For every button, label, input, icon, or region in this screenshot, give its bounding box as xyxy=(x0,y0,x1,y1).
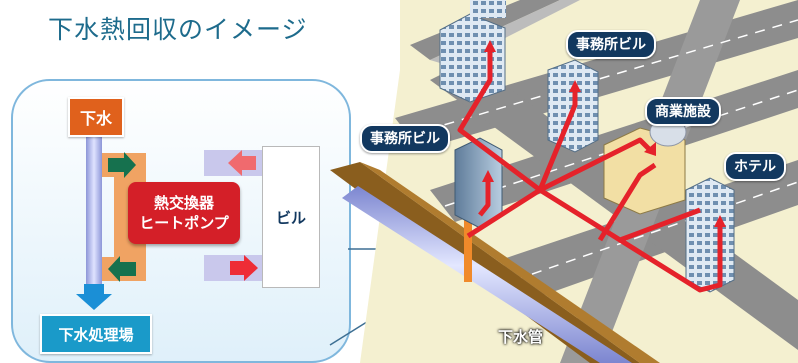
treatment-plant-label: 下水処理場 xyxy=(58,325,134,344)
green-arrow-left-icon xyxy=(108,256,136,282)
heat-flow-network xyxy=(457,50,723,293)
heat-device-box: 熱交換器 ヒートポンプ xyxy=(128,182,240,244)
sewer-pipe-label: 下水管 xyxy=(498,328,544,346)
sewage-source-label: 下水 xyxy=(79,109,112,128)
sewer-pipe xyxy=(342,186,632,363)
building-box: ビル xyxy=(262,146,320,288)
tag-hotel: ホテル xyxy=(724,152,786,181)
building-label: ビル xyxy=(275,208,306,227)
hotel-building xyxy=(685,177,735,293)
far-building xyxy=(439,13,506,103)
down-arrow-icon xyxy=(76,284,112,310)
tag-office-building-left: 事務所ビル xyxy=(360,124,450,153)
red-arrow-right-icon xyxy=(230,255,258,281)
heat-exchanger-label: 熱交換器 xyxy=(153,194,214,212)
red-arrow-left-icon xyxy=(228,150,256,176)
trench xyxy=(330,162,640,363)
office-building-left xyxy=(454,137,503,229)
treatment-plant-box: 下水処理場 xyxy=(40,314,152,354)
sewage-pipe xyxy=(86,132,102,297)
tag-office-building-right: 事務所ビル xyxy=(566,30,656,59)
tag-commercial-facility: 商業施設 xyxy=(645,97,721,126)
green-arrow-right-icon xyxy=(108,152,136,178)
branch-pipe xyxy=(464,212,472,282)
page-title: 下水熱回収のイメージ xyxy=(48,15,308,44)
sewage-source-box: 下水 xyxy=(68,97,124,137)
heat-pump-label: ヒートポンプ xyxy=(139,214,229,232)
